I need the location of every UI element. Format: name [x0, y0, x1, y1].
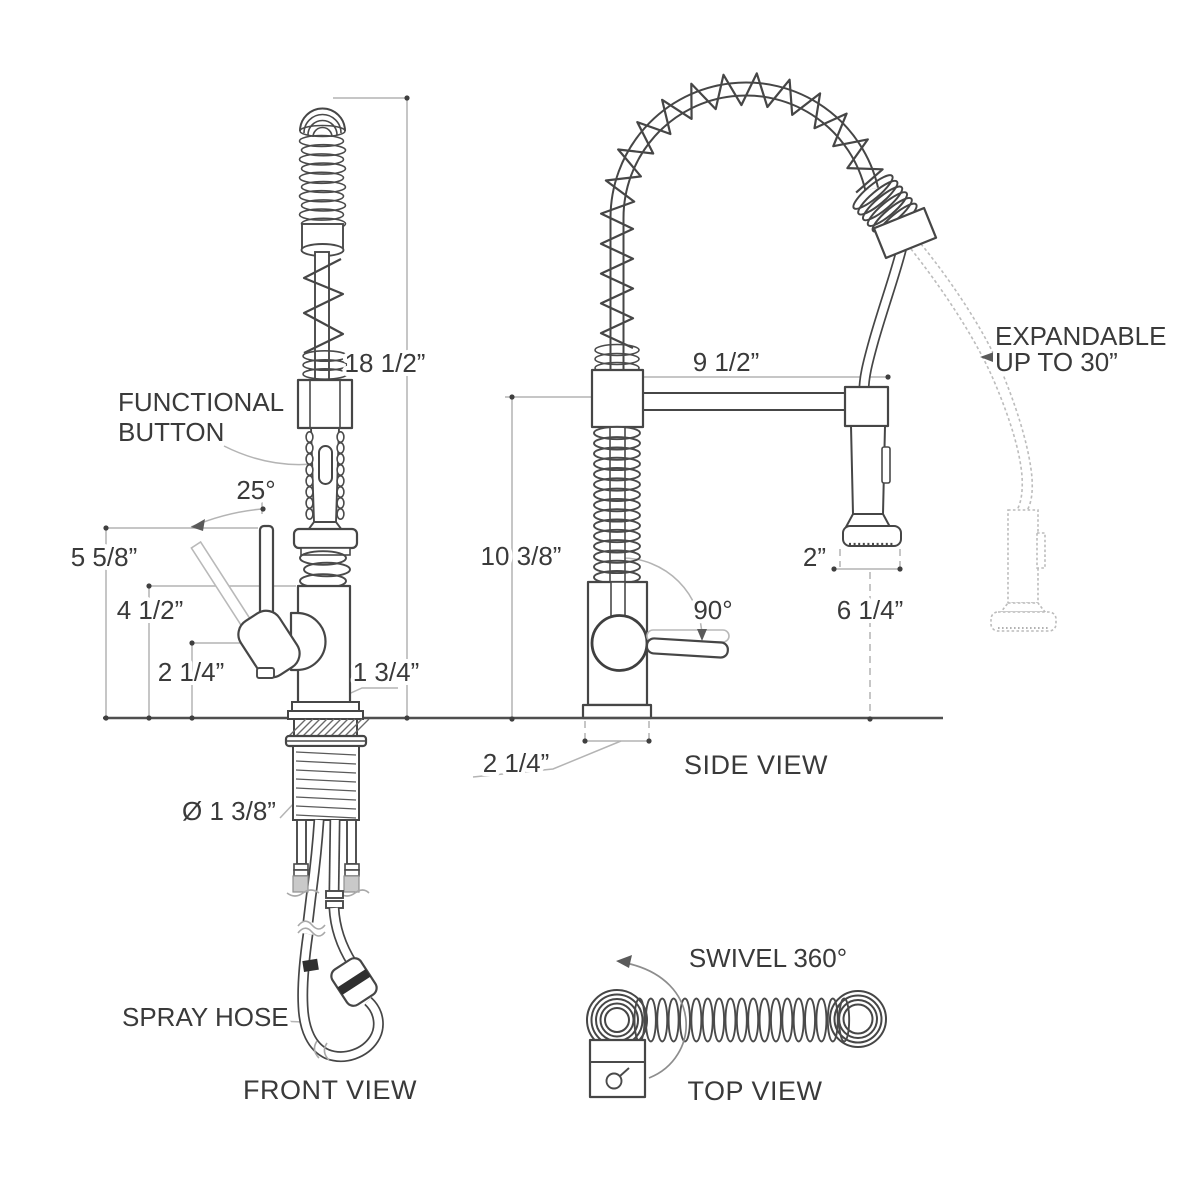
view-title-top: TOP VIEW [687, 1076, 822, 1106]
top-spring-cap [299, 107, 346, 138]
spray-head-side [842, 425, 902, 547]
labels: 18 1/2” 9 1/2” 10 3/8” 5 5/8” 4 1/2” 2 1… [67, 317, 1171, 1110]
handle-glyph [605, 1072, 623, 1090]
functional-button-slot [318, 445, 333, 485]
hose-ferrule [330, 957, 378, 1007]
dim-shank-diameter: Ø 1 3/8” [182, 796, 276, 826]
supply-tube-right [346, 819, 357, 865]
dim-spout-outlet-height: 2 1/4” [158, 657, 225, 687]
supply-connector-left [292, 875, 309, 893]
spring-rings [302, 349, 348, 380]
callout-expandable-line1: EXPANDABLE [995, 321, 1166, 351]
dim-spray-head-width: 2” [803, 542, 826, 572]
lower-spring [593, 425, 641, 585]
top-view-body [588, 1038, 647, 1099]
hose-fitting [325, 890, 344, 899]
top-spring [298, 134, 347, 231]
front-view [190, 107, 384, 1063]
dim-body-height: 4 1/2” [117, 595, 184, 625]
top-view [586, 955, 887, 1099]
hose-spring-coil [599, 72, 884, 349]
dim-handle-top-height: 5 5/8” [71, 542, 138, 572]
side-handle [645, 637, 729, 659]
dim-handle-tilt-angle: 25° [236, 475, 275, 505]
top-view-spring [633, 997, 851, 1043]
callout-expandable-line2: UP TO 30” [995, 347, 1118, 377]
phantom-spray-head [990, 509, 1057, 632]
threaded-shank-hatch [287, 718, 370, 738]
dim-deck-to-bar: 10 3/8” [481, 541, 562, 571]
grip-fins [305, 430, 345, 520]
dim-handle-swing-angle: 90° [693, 595, 732, 625]
phantom-expanded-hose [910, 243, 1034, 513]
hose-band [302, 958, 319, 973]
callout-swivel: SWIVEL 360° [689, 943, 847, 973]
dim-body-diameter: 1 3/4” [353, 657, 420, 687]
supply-connector-right [343, 875, 360, 893]
handle-cartridge [237, 609, 301, 679]
coil-end-right [829, 990, 887, 1048]
dim-hose-arc-width: 9 1/2” [693, 347, 760, 377]
neck-spring [299, 550, 351, 589]
wrap-lines [295, 751, 357, 819]
spout-flange [292, 527, 359, 550]
loose-spring-zigzag [302, 258, 345, 354]
under-counter [284, 718, 384, 1063]
view-title-side: SIDE VIEW [684, 750, 828, 780]
spout-outlet [256, 667, 275, 679]
front-handle [258, 524, 275, 622]
callout-functional-button-line1: FUNCTIONAL [118, 387, 284, 417]
swivel-arc [625, 962, 687, 1079]
view-title-front: FRONT VIEW [243, 1075, 417, 1105]
callout-spray-hose: SPRAY HOSE [122, 1002, 289, 1032]
dim-spray-head-clearance: 6 1/4” [837, 595, 904, 625]
dim-overall-height: 18 1/2” [345, 348, 426, 378]
swivel-arrow [616, 955, 632, 968]
supply-tube-left [296, 819, 307, 865]
callout-functional-button-line2: BUTTON [118, 417, 224, 447]
button-housing [296, 378, 354, 430]
dim-base-depth: 2 1/4” [483, 748, 550, 778]
side-view [581, 72, 938, 720]
arrows [191, 352, 994, 641]
dimension-dots [103, 95, 903, 744]
